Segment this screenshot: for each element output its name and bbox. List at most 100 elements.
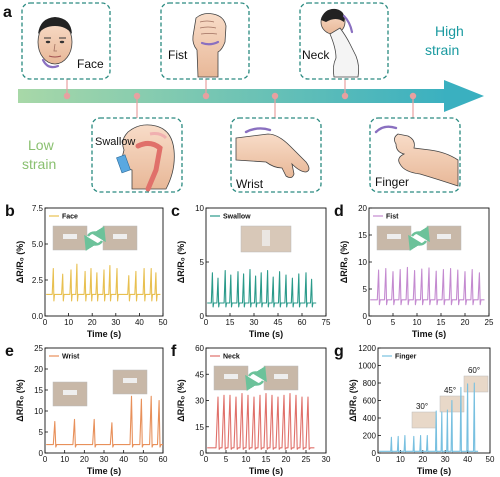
x-tick-label: 10 [60, 455, 69, 464]
x-tick-label: 10 [396, 455, 405, 464]
y-tick-label: 200 [363, 432, 377, 441]
y-tick-label: 800 [363, 379, 377, 388]
signal-line-wrist [46, 395, 163, 448]
panel-label-e: e [5, 343, 14, 360]
x-axis-label: Time (s) [87, 329, 121, 339]
y-tick-label: 1000 [358, 362, 376, 371]
x-tick-label: 10 [242, 455, 251, 464]
panel-label-d: d [334, 203, 344, 220]
x-tick-label: 5 [391, 318, 396, 327]
y-tick-label: 5 [363, 285, 368, 294]
y-axis-label: ΔR/R₀ (%) [15, 379, 25, 422]
x-tick-label: 10 [413, 318, 422, 327]
x-tick-label: 40 [135, 318, 144, 327]
angle-label: 45° [444, 386, 456, 395]
x-tick-label: 0 [204, 318, 209, 327]
sensor-strip [262, 230, 270, 246]
signal-line-swallow [207, 269, 317, 308]
sensor-strip [224, 374, 238, 379]
x-tick-label: 60 [159, 455, 168, 464]
y-tick-label: 30 [195, 397, 204, 406]
cycle-arrow-top [86, 226, 106, 243]
sensor-strip [123, 378, 137, 383]
y-tick-label: 60 [195, 344, 204, 353]
signal-line-face [46, 263, 161, 302]
y-axis-label: ΔR/R₀ (%) [176, 379, 186, 422]
cycle-arrow-top [410, 226, 430, 243]
y-tick-label: 5 [39, 428, 44, 437]
x-axis-label: Time (s) [417, 466, 451, 476]
y-tick-label: 7.5 [32, 204, 44, 213]
y-axis-label: ΔR/R₀ (%) [339, 241, 349, 284]
y-tick-label: 0 [372, 449, 377, 458]
x-tick-label: 50 [139, 455, 148, 464]
x-tick-label: 0 [43, 318, 48, 327]
x-tick-label: 30 [250, 318, 259, 327]
y-tick-label: 0 [363, 312, 368, 321]
panel-label-b: b [5, 203, 15, 220]
x-tick-label: 50 [486, 455, 495, 464]
x-tick-label: 60 [298, 318, 307, 327]
legend-label: Wrist [62, 354, 80, 361]
x-tick-label: 10 [64, 318, 73, 327]
x-tick-label: 25 [302, 455, 311, 464]
sensor-strip [63, 390, 77, 395]
box-face: Face [21, 2, 111, 80]
arrow-markers [63, 79, 417, 118]
x-tick-label: 30 [100, 455, 109, 464]
x-tick-label: 0 [43, 455, 48, 464]
x-axis-label: Time (s) [249, 466, 283, 476]
x-tick-label: 75 [322, 318, 331, 327]
x-tick-label: 20 [418, 455, 427, 464]
y-tick-label: 5.0 [32, 240, 44, 249]
y-axis-label: ΔR/R₀ (%) [15, 241, 25, 284]
sensor-strip [437, 234, 451, 239]
x-tick-label: 40 [119, 455, 128, 464]
cycle-arrow-top [247, 366, 267, 383]
panel-label-a: a [3, 4, 12, 21]
angle-label: 30° [416, 402, 428, 411]
y-tick-label: 15 [195, 423, 204, 432]
fist-illustration [192, 13, 227, 78]
inset-photo [411, 411, 437, 429]
y-axis-label: ΔR/R₀ (%) [176, 241, 186, 284]
swallow-illustration [116, 124, 175, 192]
signal-line-neck [207, 392, 315, 450]
panel-label-c: c [171, 203, 180, 220]
signal-line-fist [370, 266, 485, 306]
x-tick-label: 15 [226, 318, 235, 327]
y-tick-label: 10 [358, 258, 367, 267]
y-tick-label: 0.0 [32, 312, 44, 321]
x-axis-label: Time (s) [87, 466, 121, 476]
box-neck: Neck [299, 2, 389, 80]
x-tick-label: 30 [111, 318, 120, 327]
sensor-strip [63, 234, 77, 239]
signal-line-finger [379, 382, 479, 453]
y-tick-label: 10 [34, 407, 43, 416]
y-tick-label: 1200 [358, 344, 376, 353]
x-tick-label: 0 [376, 455, 381, 464]
box-swallow: Swallow [91, 117, 183, 193]
x-tick-label: 5 [224, 455, 229, 464]
legend-label: Fist [386, 214, 399, 221]
x-axis-label: Time (s) [412, 329, 446, 339]
box-finger: Finger [369, 117, 461, 193]
cycle-arrow-bottom [245, 374, 265, 391]
y-axis-label: ΔR/R₀ (%) [348, 379, 358, 422]
x-tick-label: 30 [322, 455, 331, 464]
x-tick-label: 15 [437, 318, 446, 327]
x-tick-label: 45 [274, 318, 283, 327]
label-fist: Fist [168, 48, 188, 62]
y-tick-label: 0 [200, 312, 205, 321]
sensor-strip [387, 234, 401, 239]
inset-photo [463, 375, 489, 393]
angle-label: 60° [468, 366, 480, 375]
y-tick-label: 20 [358, 204, 367, 213]
y-tick-label: 2.5 [32, 276, 44, 285]
label-swallow: Swallow [95, 136, 135, 148]
